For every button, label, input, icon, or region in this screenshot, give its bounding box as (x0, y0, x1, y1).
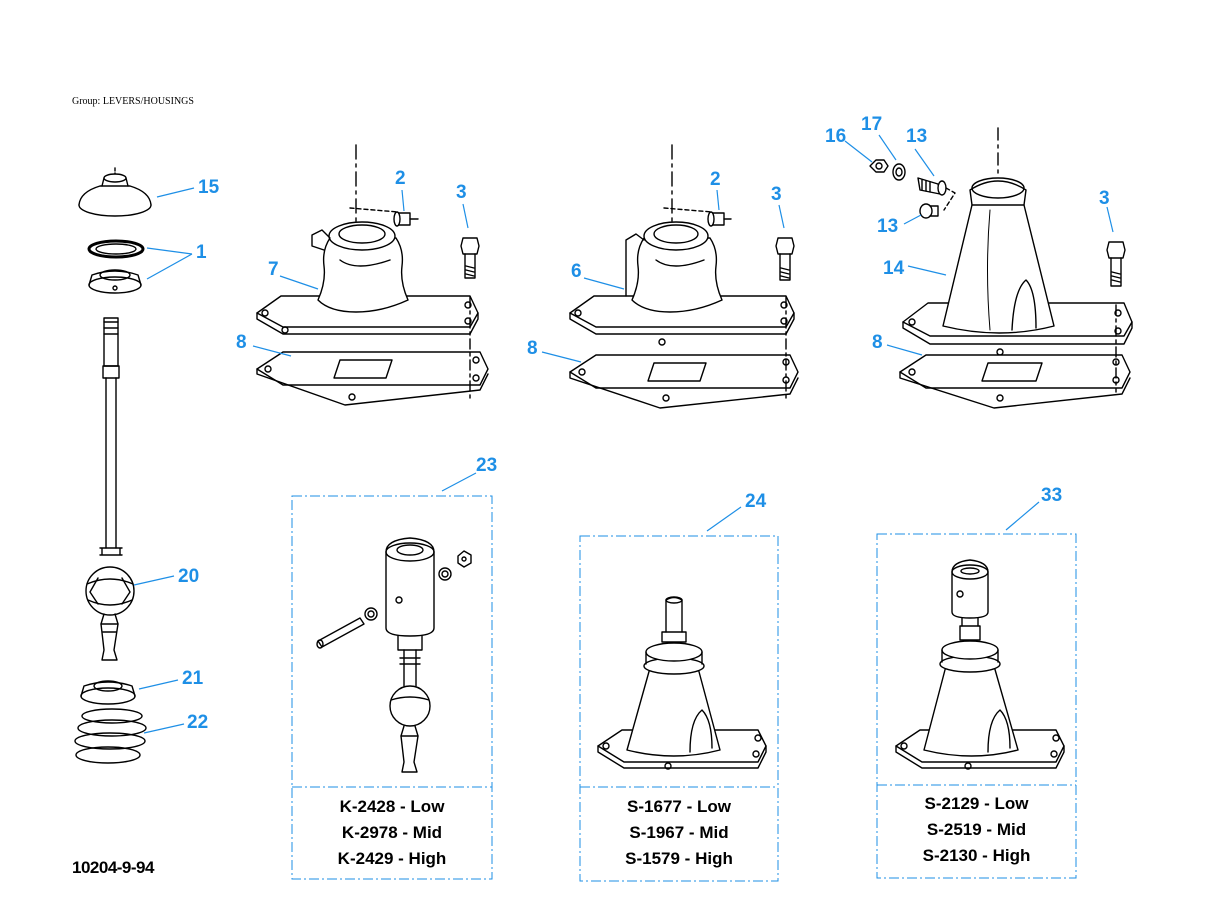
screw-2a (349, 207, 419, 227)
leader-14 (907, 265, 947, 276)
gasket-8b (569, 354, 799, 409)
callout-13: 13 (906, 126, 928, 147)
callout-20: 20 (178, 566, 200, 587)
leader-22 (143, 723, 185, 734)
leader-6 (583, 277, 625, 290)
kit-24-parts (597, 596, 767, 770)
callout-14: 14 (883, 258, 905, 279)
housing-14 (902, 127, 1133, 356)
leader-1a (146, 247, 193, 255)
callout-8: 8 (527, 338, 538, 359)
kit-33-frame (876, 533, 1077, 879)
kit-23-frame (291, 495, 493, 880)
callout-3: 3 (771, 184, 782, 205)
kit-33-part-numbers: S-2129 - Low S-2519 - Mid S-2130 - High (877, 791, 1076, 869)
callout-22: 22 (187, 712, 209, 733)
screw-13b (919, 203, 939, 219)
callout-2: 2 (710, 169, 721, 190)
leader-3b (778, 204, 785, 229)
bolt-3c (1106, 241, 1126, 287)
kit-33-parts (895, 559, 1065, 770)
stud-13a (917, 177, 956, 211)
leader-8a (252, 345, 292, 357)
bolt-3a (460, 237, 480, 279)
kit-23-low: K-2428 - Low (339, 797, 445, 816)
seal-ring-1 (87, 239, 145, 259)
kit-23-part-numbers: K-2428 - Low K-2978 - Mid K-2429 - High (292, 794, 492, 872)
kit-33-low: S-2129 - Low (924, 794, 1029, 813)
callout-3: 3 (456, 182, 467, 203)
kit-24-high: S-1579 - High (625, 849, 733, 868)
washer-17 (892, 163, 906, 181)
lever-20 (85, 317, 135, 661)
leader-8b (541, 351, 582, 363)
kit-24-part-numbers: S-1677 - Low S-1967 - Mid S-1579 - High (580, 794, 778, 872)
kit-33-high: S-2130 - High (922, 846, 1031, 865)
callout-33: 33 (1041, 485, 1063, 506)
callout-2: 2 (395, 168, 406, 189)
bolt-3b (775, 237, 795, 281)
kit-24-frame (579, 535, 779, 882)
leader-8c (886, 344, 923, 356)
callout-23: 23 (476, 455, 498, 476)
callout-6: 6 (571, 261, 582, 282)
callout-17: 17 (861, 114, 883, 135)
leader-1b (146, 253, 193, 280)
kit-23-mid: K-2978 - Mid (341, 823, 443, 842)
screw-2b (663, 207, 732, 227)
kit-23-high: K-2429 - High (337, 849, 447, 868)
group-label: Group: LEVERS/HOUSINGS (72, 96, 194, 107)
callout-3: 3 (1099, 188, 1110, 209)
callout-16: 16 (825, 126, 847, 147)
leader-23 (441, 472, 477, 492)
callout-1: 1 (196, 242, 207, 263)
leader-16 (844, 140, 873, 163)
leader-2b (716, 189, 720, 211)
leader-7 (279, 275, 319, 290)
kit-24-mid: S-1967 - Mid (629, 823, 729, 842)
document-id: 10204-9-94 (72, 858, 154, 877)
callout-8: 8 (872, 332, 883, 353)
leader-13a (914, 148, 935, 177)
callout-8: 8 (236, 332, 247, 353)
leader-15 (156, 187, 195, 198)
callout-13: 13 (877, 216, 899, 237)
callout-21: 21 (182, 668, 204, 689)
leader-3c (1106, 206, 1114, 233)
spring-22 (74, 708, 147, 764)
boot-15 (78, 167, 152, 217)
retainer-21 (80, 680, 136, 705)
leader-13b (903, 214, 922, 225)
gasket-8a (256, 351, 489, 406)
housing-6 (569, 144, 795, 346)
callout-15: 15 (198, 177, 220, 198)
leader-20 (133, 575, 175, 586)
nut-16 (869, 159, 889, 173)
retainer-1 (88, 269, 142, 294)
housing-7 (256, 144, 479, 335)
kit-33-mid: S-2519 - Mid (926, 820, 1027, 839)
callout-24: 24 (745, 491, 767, 512)
leader-24 (706, 506, 742, 532)
kit-23-parts (316, 537, 472, 773)
kit-24-low: S-1677 - Low (627, 797, 731, 816)
gasket-8c (899, 354, 1131, 409)
leader-3a (462, 203, 469, 229)
leader-2a (401, 189, 405, 212)
leader-21 (138, 679, 179, 690)
leader-33 (1005, 501, 1040, 531)
leader-17 (878, 134, 897, 161)
callout-7: 7 (268, 259, 279, 280)
